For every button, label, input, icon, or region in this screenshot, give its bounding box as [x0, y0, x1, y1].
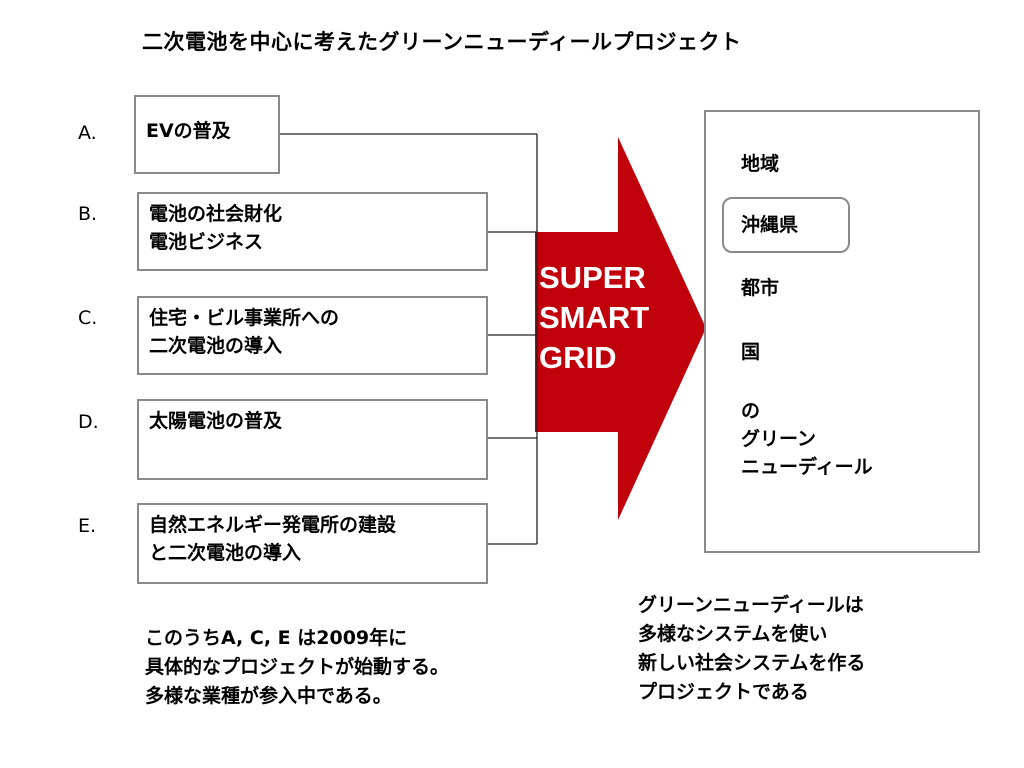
arrow-label: SUPER SMART GRID: [539, 258, 649, 378]
note-right: グリーンニューディールは 多様なシステムを使い 新しい社会システムを作る プロジ…: [638, 591, 865, 707]
item-e-line-1: 自然エネルギー発電所の建設: [149, 514, 397, 536]
note-right-line-2: 多様なシステムを使い: [638, 623, 828, 645]
item-d-letter: D.: [78, 411, 99, 433]
item-e-line-2: と二次電池の導入: [149, 542, 302, 564]
scope-tail-line-3: ニューディール: [741, 456, 873, 478]
note-right-line-4: プロジェクトである: [638, 681, 809, 703]
item-d-text: 太陽電池の普及: [149, 407, 282, 435]
scope-box: [704, 110, 980, 553]
item-c-box: 住宅・ビル事業所への 二次電池の導入: [137, 296, 488, 375]
note-left-line-2: 具体的なプロジェクトが始動する。: [145, 656, 450, 678]
scope-tail-line-2: グリーン: [741, 428, 817, 450]
scope-tail: の グリーン ニューディール: [741, 397, 873, 481]
item-b-line-2: 電池ビジネス: [149, 231, 264, 253]
item-e-box: 自然エネルギー発電所の建設 と二次電池の導入: [137, 503, 488, 584]
scope-okinawa: 沖縄県: [741, 214, 799, 236]
item-c-letter: C.: [78, 307, 98, 329]
scope-city: 都市: [741, 277, 780, 299]
scope-region: 地域: [741, 153, 780, 175]
okinawa-highlight: [722, 197, 850, 253]
arrow-label-line-1: SUPER: [539, 260, 646, 295]
item-e-text: 自然エネルギー発電所の建設 と二次電池の導入: [149, 511, 396, 567]
scope-tail-line-1: の: [741, 400, 761, 422]
note-left-line-1: このうちA, C, E は2009年に: [145, 627, 408, 649]
arrow-label-line-3: GRID: [539, 340, 617, 375]
scope-country: 国: [741, 341, 761, 363]
item-b-letter: B.: [78, 203, 98, 225]
note-right-line-1: グリーンニューディールは: [638, 594, 864, 616]
item-e-letter: E.: [78, 515, 97, 537]
item-a-line-1: EVの普及: [146, 120, 231, 142]
note-right-line-3: 新しい社会システムを作る: [638, 652, 866, 674]
item-d-box: 太陽電池の普及: [137, 399, 488, 480]
item-a-letter: A.: [78, 122, 97, 144]
item-c-line-2: 二次電池の導入: [149, 335, 283, 357]
item-d-line-1: 太陽電池の普及: [149, 410, 283, 432]
diagram-title: 二次電池を中心に考えたグリーンニューディールプロジェクト: [142, 30, 742, 54]
item-b-box: 電池の社会財化 電池ビジネス: [137, 192, 488, 271]
super-smart-grid-arrow: [535, 137, 706, 520]
item-b-line-1: 電池の社会財化: [149, 203, 283, 225]
item-c-text: 住宅・ビル事業所への 二次電池の導入: [149, 304, 339, 360]
item-b-text: 電池の社会財化 電池ビジネス: [149, 200, 282, 256]
item-a-text: EVの普及: [146, 117, 231, 145]
item-c-line-1: 住宅・ビル事業所への: [149, 307, 340, 329]
note-left: このうちA, C, E は2009年に 具体的なプロジェクトが始動する。 多様な…: [145, 624, 449, 711]
note-left-line-3: 多様な業種が参入中である。: [145, 685, 392, 707]
item-a-box: EVの普及: [134, 95, 280, 174]
arrow-label-line-2: SMART: [539, 300, 650, 335]
